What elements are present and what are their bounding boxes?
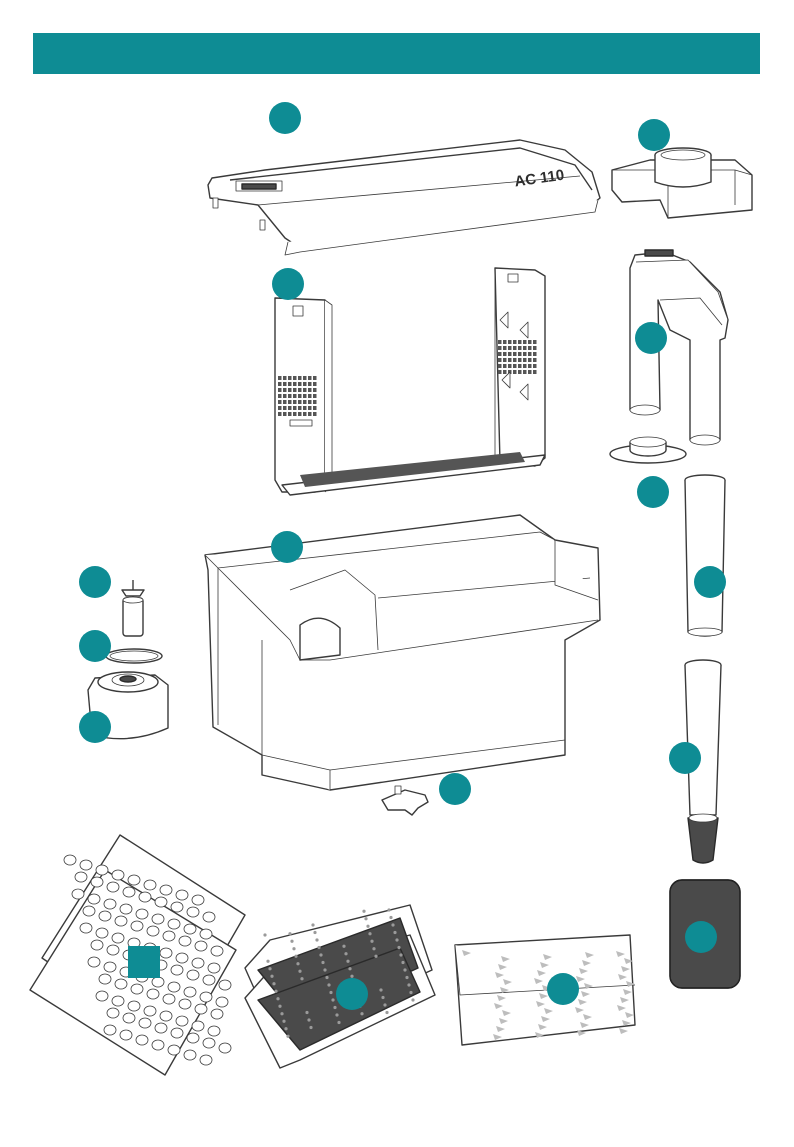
extension-tube-marker — [694, 566, 726, 598]
ceramic-rings-bag-marker — [128, 946, 160, 978]
motor-marker — [79, 711, 111, 743]
carbon-bag-marker — [336, 978, 368, 1010]
intake-cap-icon — [612, 148, 752, 218]
o-ring-marker — [79, 630, 111, 662]
intake-cap-marker — [638, 119, 670, 151]
prefilter-sponge-marker — [685, 921, 717, 953]
filter-box-icon — [205, 515, 600, 790]
u-tube-marker — [635, 322, 667, 354]
flow-disc-marker — [637, 476, 669, 508]
extension-tube-icon — [685, 475, 725, 636]
flow-disc-icon — [610, 437, 686, 463]
filter-box-marker — [271, 531, 303, 563]
lid-marker — [269, 102, 301, 134]
impeller-marker — [79, 566, 111, 598]
clip-marker — [439, 773, 471, 805]
foam-block-marker — [547, 973, 579, 1005]
intake-tube-marker — [669, 742, 701, 774]
o-ring-icon — [106, 649, 162, 663]
filter-lid-icon: AC 110 — [208, 140, 600, 255]
clip-icon — [382, 786, 428, 815]
foam-block-icon — [455, 935, 635, 1045]
media-basket-marker — [272, 268, 304, 300]
media-basket-icon — [275, 268, 545, 495]
impeller-icon — [122, 580, 144, 636]
